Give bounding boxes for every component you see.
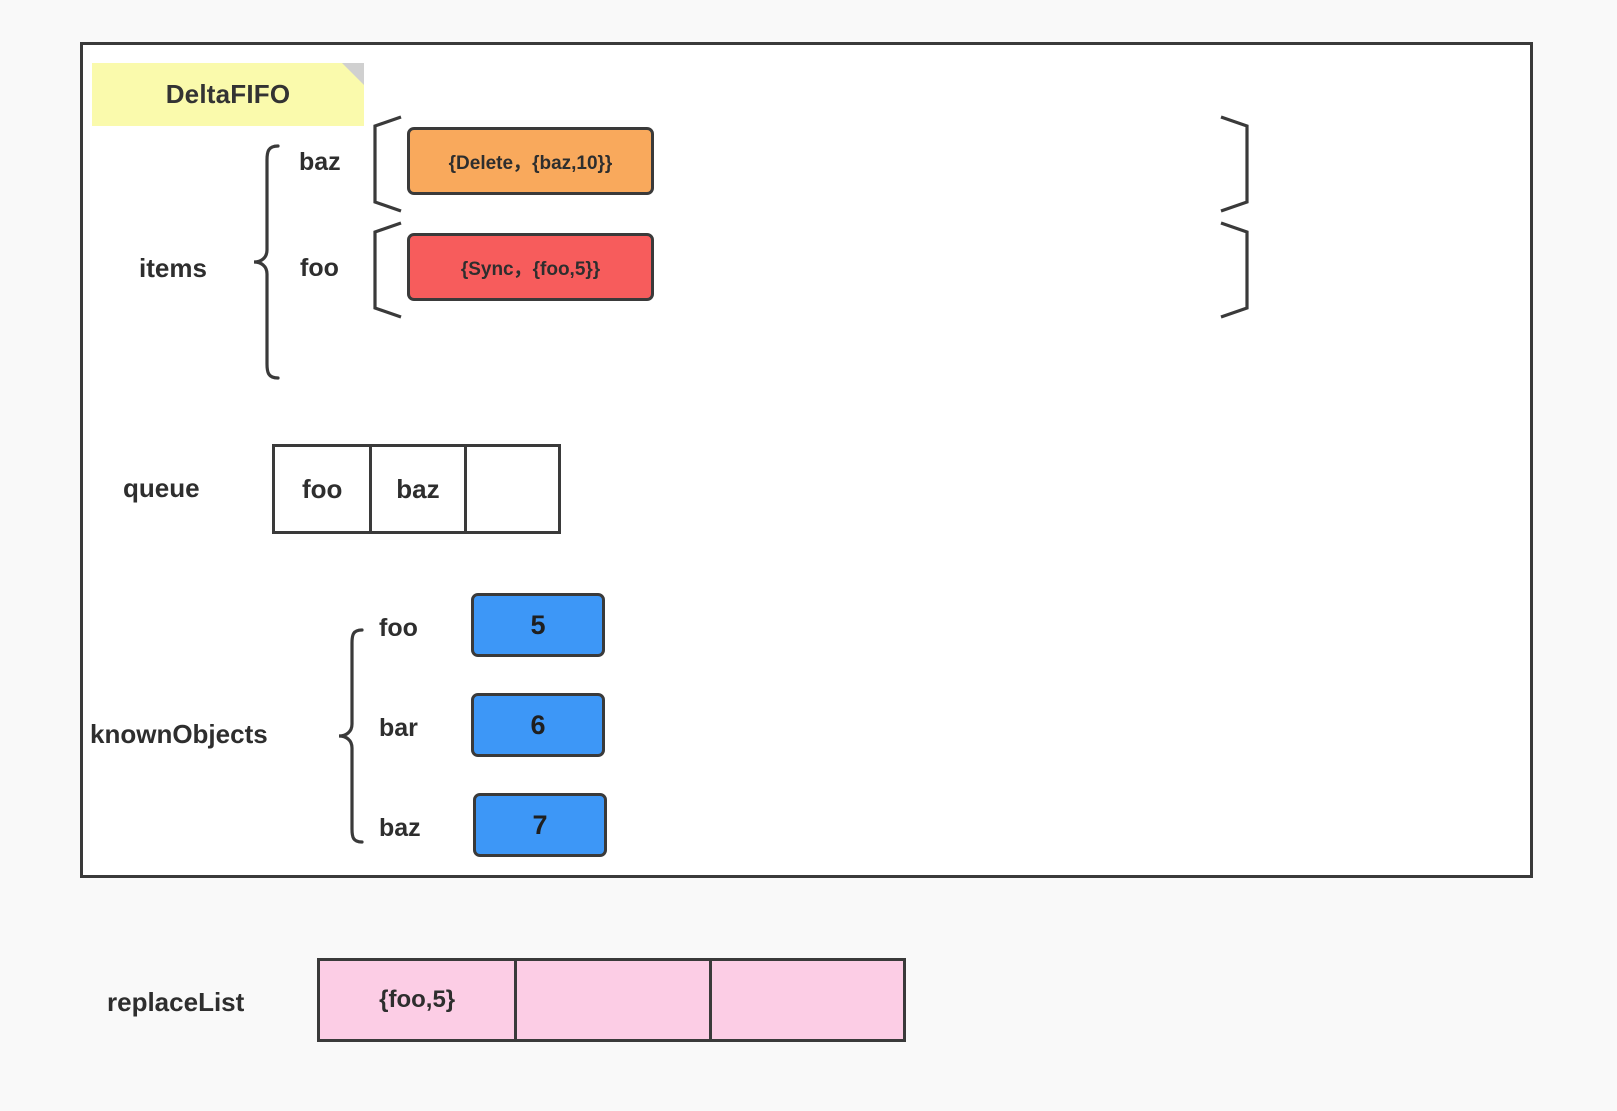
knownobjects-key-bar: bar — [379, 714, 418, 742]
items-baz-close-bracket-icon — [1220, 115, 1249, 213]
replacelist-table: {foo,5} — [317, 958, 906, 1042]
items-key-baz: baz — [299, 148, 341, 176]
items-brace-icon — [253, 144, 280, 380]
items-key-foo: foo — [300, 254, 339, 282]
knownobjects-key-foo: foo — [379, 614, 418, 642]
queue-label: queue — [123, 473, 200, 503]
delta-box-foo-sync: {Sync，{foo,5}} — [407, 233, 654, 301]
queue-cell-0: foo — [301, 473, 343, 504]
items-label: items — [139, 253, 207, 283]
queue-cell-1: baz — [369, 447, 463, 531]
delta-box-baz-delete: {Delete，{baz,10}} — [407, 127, 654, 195]
queue-table: foo baz — [272, 444, 561, 534]
knownobjects-value-bar: 6 — [471, 693, 605, 757]
deltafifo-note: DeltaFIFO — [92, 63, 364, 126]
knownobjects-value-baz: 7 — [473, 793, 607, 857]
knownobjects-brace-icon — [338, 628, 364, 844]
items-baz-open-bracket-icon — [373, 115, 402, 213]
items-foo-open-bracket-icon — [373, 221, 402, 319]
replacelist-cell-2 — [708, 961, 903, 1039]
knownobjects-key-baz: baz — [379, 814, 421, 842]
knownobjects-value-foo: 5 — [471, 593, 605, 657]
replacelist-cell-0: {foo,5} — [379, 986, 456, 1013]
replacelist-label: replaceList — [107, 987, 245, 1017]
queue-cell-2 — [463, 447, 558, 531]
replacelist-cell-1 — [514, 961, 708, 1039]
items-foo-close-bracket-icon — [1220, 221, 1249, 319]
note-title: DeltaFIFO — [165, 79, 291, 109]
note-fold-corner-icon — [342, 63, 364, 85]
knownobjects-label: knownObjects — [90, 719, 268, 749]
